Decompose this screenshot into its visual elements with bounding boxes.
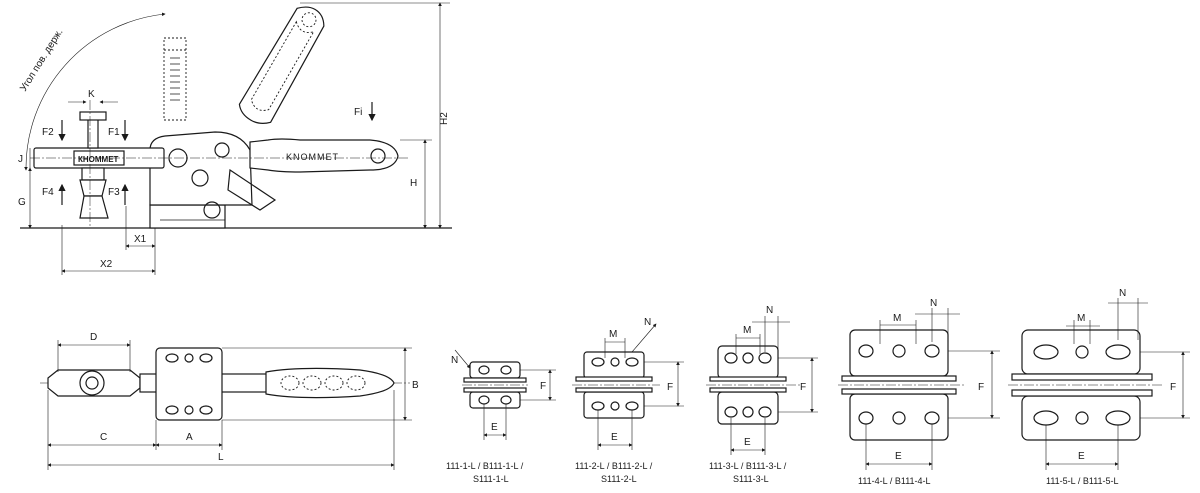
plate-3-dim-M: M — [743, 325, 751, 336]
plate-2-model-2: S111-2-L — [601, 474, 637, 484]
force-F3: F3 — [108, 187, 120, 198]
side-view: Угол пов. держ. H2 H — [18, 2, 452, 275]
plate-3-model-2: S111-3-L — [733, 474, 769, 484]
dim-J: J — [18, 154, 23, 165]
plate-2-dim-N: N — [644, 317, 651, 328]
plate-2-dim-F: F — [667, 382, 673, 393]
force-F1: F1 — [108, 127, 120, 138]
dim-C: C — [100, 432, 107, 443]
dim-B: B — [412, 380, 419, 391]
base-plate-2: M N F E 111-2-L / B111-2-L / S111-2-L — [572, 317, 684, 484]
plate-5-dim-N: N — [1119, 288, 1126, 299]
dim-H2: H2 — [439, 112, 450, 125]
force-F2: F2 — [42, 127, 54, 138]
force-F4: F4 — [42, 187, 54, 198]
plate-5-dim-E: E — [1078, 451, 1085, 462]
plate-4-dim-F: F — [978, 382, 984, 393]
plate-1-dim-F: F — [540, 381, 546, 392]
dim-K: K — [88, 89, 95, 100]
brand-label: КНОММЕТ — [78, 155, 119, 164]
dim-L: L — [218, 452, 224, 463]
top-view: D B C A L — [40, 332, 419, 470]
base-plate-5: N M F E 111-5-L / B111-5-L — [1008, 288, 1190, 486]
force-Fi: Fi — [354, 107, 362, 118]
dim-G: G — [18, 197, 26, 208]
plate-1-dim-E: E — [491, 422, 498, 433]
plate-2-model-1: 111-2-L / B111-2-L / — [575, 461, 653, 471]
dim-H: H — [410, 178, 417, 189]
plate-3-dim-N: N — [766, 305, 773, 316]
plate-1-dim-N: N — [451, 355, 458, 366]
angle-label: Угол пов. держ. — [18, 27, 65, 94]
handle-angled-ghost — [238, 6, 325, 124]
handle-upright-ghost — [163, 37, 187, 121]
dim-A: A — [186, 432, 193, 443]
plate-5-model-1: 111-5-L / B111-5-L — [1046, 476, 1119, 486]
plate-4-dim-M: M — [893, 313, 901, 324]
plate-1-model-1: 111-1-L / B111-1-L / — [446, 461, 524, 471]
plate-5-dim-F: F — [1170, 382, 1176, 393]
base-plate-1: N F E 111-1-L / B111-1-L / S111-1-L — [446, 349, 556, 484]
plate-3-model-1: 111-3-L / B111-3-L / — [709, 461, 787, 471]
dim-D: D — [90, 332, 97, 343]
plate-4-model-1: 111-4-L / B111-4-L — [858, 476, 931, 486]
grip-text: KNOMMET — [286, 152, 339, 162]
dim-X2: X2 — [100, 259, 113, 270]
plate-3-dim-F: F — [800, 382, 806, 393]
base-plate-3: N M F E 111-3-L / B111-3-L / S111-3-L — [706, 305, 818, 484]
dim-X1: X1 — [134, 234, 147, 245]
plate-4-dim-E: E — [895, 451, 902, 462]
plate-4-dim-N: N — [930, 298, 937, 309]
plate-1-model-2: S111-1-L — [473, 474, 509, 484]
plate-2-dim-M: M — [609, 329, 617, 340]
plate-5-dim-M: M — [1077, 313, 1085, 324]
base-plate-4: N M F E 111-4-L / B111-4-L — [838, 298, 1000, 486]
plate-3-dim-E: E — [744, 437, 751, 448]
plate-2-dim-E: E — [611, 432, 618, 443]
